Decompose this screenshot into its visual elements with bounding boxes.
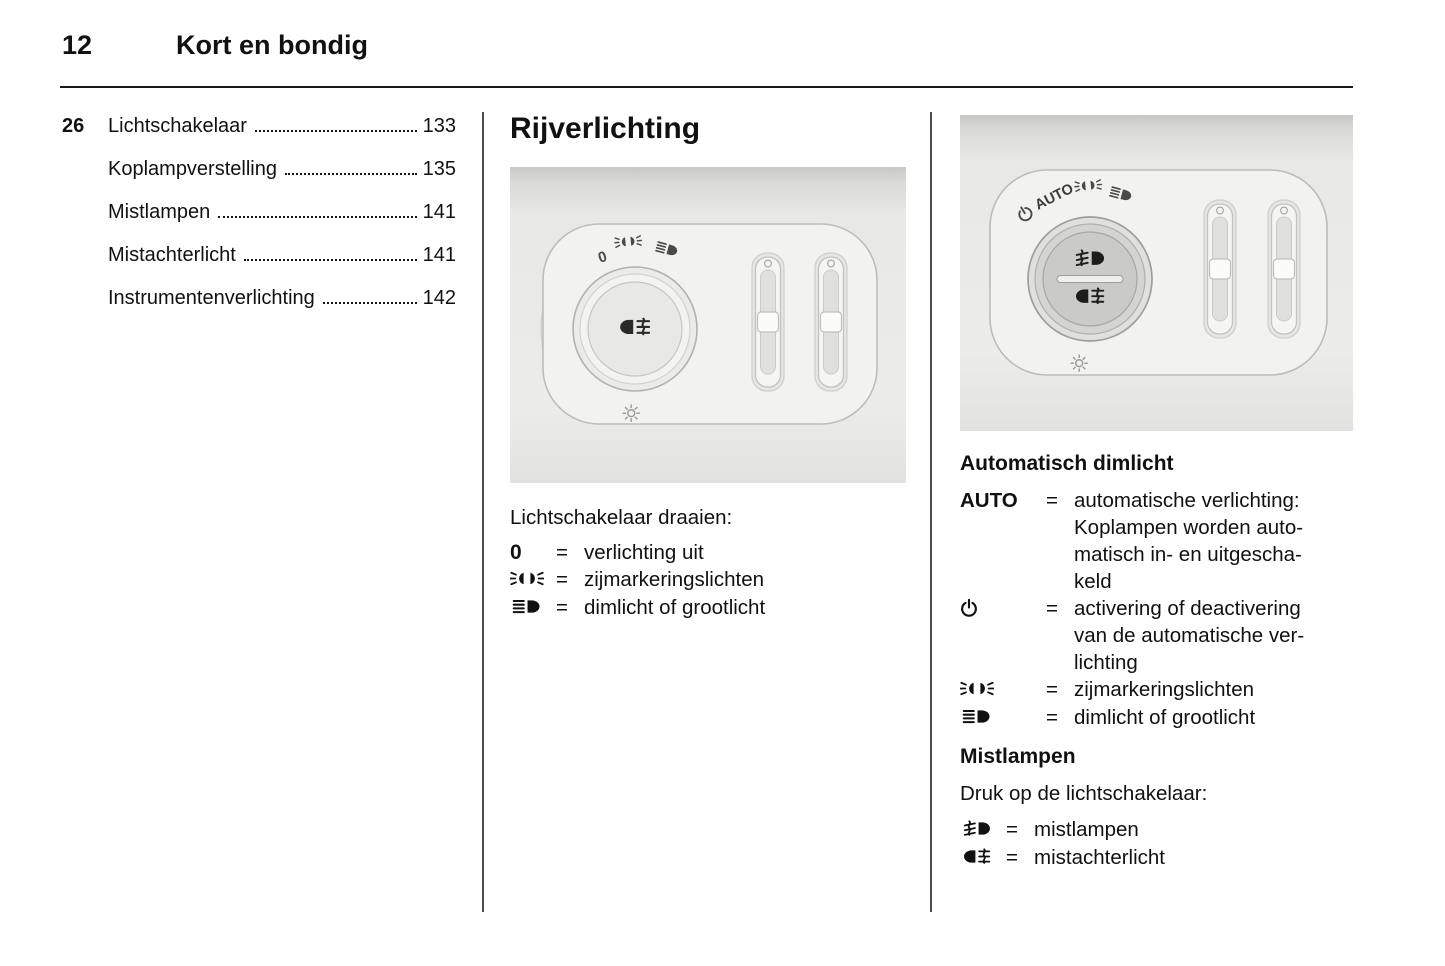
toc-row: Mistachterlicht 141 bbox=[62, 242, 456, 268]
legend-item: = zijmarkeringslichten bbox=[960, 676, 1353, 704]
section-heading-mistlampen: Mistlampen bbox=[960, 745, 1076, 768]
column-divider bbox=[482, 112, 484, 912]
legend-text: activering of deactivering van de automa… bbox=[1074, 597, 1305, 674]
chapter-title: Kort en bondig bbox=[176, 30, 368, 60]
legend-item: = mistachterlicht bbox=[960, 844, 1353, 872]
toc: 26 Lichtschakelaar 133 Koplampverstellin… bbox=[62, 113, 456, 328]
low-beam-headlight-icon bbox=[510, 594, 556, 622]
legend-item: AUTO = automatische verlichting: Koplamp… bbox=[960, 487, 1353, 595]
legend-item: = activering of deactivering van de auto… bbox=[960, 595, 1353, 676]
toc-page-number: 141 bbox=[422, 244, 456, 266]
toc-label: Instrumentenverlichting bbox=[108, 287, 315, 309]
equals-sign: = bbox=[556, 568, 568, 591]
equals-sign: = bbox=[556, 596, 568, 619]
toc-label: Mistlampen bbox=[108, 201, 211, 223]
page-number: 12 bbox=[62, 30, 93, 60]
dot-leader bbox=[322, 302, 417, 304]
section-heading-auto-dimlicht: Automatisch dimlicht bbox=[960, 452, 1174, 475]
equals-sign: = bbox=[1006, 846, 1018, 869]
toc-label: Koplampverstelling bbox=[108, 158, 277, 180]
legend-text: mistachterlicht bbox=[1034, 846, 1166, 869]
legend-item: = dimlicht of grootlicht bbox=[510, 594, 906, 622]
legend-text: verlichting uit bbox=[584, 541, 704, 564]
header-rule bbox=[60, 86, 1353, 88]
auto-symbol: AUTO bbox=[960, 489, 1018, 512]
auto-light-legend: AUTO = automatische verlichting: Koplamp… bbox=[960, 487, 1353, 732]
equals-sign: = bbox=[1006, 818, 1018, 841]
toc-label: Lichtschakelaar bbox=[108, 115, 247, 137]
toc-page-number: 133 bbox=[422, 115, 456, 137]
low-beam-headlight-icon bbox=[960, 704, 1046, 732]
legend-text: zijmarkeringslichten bbox=[1074, 678, 1255, 701]
light-switch-figure: 0 bbox=[510, 167, 906, 483]
equals-sign: = bbox=[556, 541, 568, 564]
rocker-switch bbox=[1203, 199, 1237, 339]
light-switch-legend: 0 = verlichting uit = zijmarkeringslicht… bbox=[510, 539, 906, 622]
front-fog-lights-icon bbox=[960, 816, 1006, 844]
equals-sign: = bbox=[1046, 489, 1058, 512]
toc-row: Koplampverstelling 135 bbox=[62, 156, 456, 182]
equals-sign: = bbox=[1046, 678, 1058, 701]
off-position-symbol: 0 bbox=[510, 541, 522, 564]
legend-text: dimlicht of grootlicht bbox=[584, 596, 766, 619]
toc-page-number: 142 bbox=[422, 287, 456, 309]
dot-leader bbox=[218, 216, 417, 218]
auto-light-switch-figure: AUTO bbox=[960, 115, 1353, 431]
dot-leader bbox=[284, 173, 417, 175]
toc-page-number: 135 bbox=[422, 158, 456, 180]
legend-intro: Lichtschakelaar draaien: bbox=[510, 506, 733, 529]
legend-text: mistlampen bbox=[1034, 818, 1139, 841]
section-heading: Rijverlichting bbox=[510, 112, 701, 145]
dot-leader bbox=[254, 130, 417, 132]
legend-item: = mistlampen bbox=[960, 816, 1353, 844]
toc-row: Mistlampen 141 bbox=[62, 199, 456, 225]
legend-item: 0 = verlichting uit bbox=[510, 539, 906, 566]
toc-row: Instrumentenverlichting 142 bbox=[62, 285, 456, 311]
toc-ref-number: 26 bbox=[62, 115, 85, 137]
legend-item: = dimlicht of grootlicht bbox=[960, 704, 1353, 732]
fog-legend-intro: Druk op de lichtschakelaar: bbox=[960, 782, 1208, 805]
dot-leader bbox=[243, 259, 417, 261]
light-switch-illustration: 0 bbox=[510, 167, 906, 483]
legend-text: automatische verlichting: Koplampen word… bbox=[1074, 489, 1304, 593]
toc-label: Mistachterlicht bbox=[108, 244, 236, 266]
side-marker-lights-icon bbox=[510, 566, 556, 594]
legend-text: dimlicht of grootlicht bbox=[1074, 706, 1256, 729]
fog-light-legend: = mistlampen = mistachterlicht bbox=[960, 816, 1353, 872]
rear-fog-light-icon bbox=[960, 844, 1006, 872]
rocker-switch bbox=[814, 252, 848, 392]
rocker-switch bbox=[751, 252, 785, 392]
toc-row: 26 Lichtschakelaar 133 bbox=[62, 113, 456, 139]
equals-sign: = bbox=[1046, 706, 1058, 729]
knob-face bbox=[587, 281, 683, 377]
equals-sign: = bbox=[1046, 597, 1058, 620]
side-marker-lights-icon bbox=[960, 676, 1046, 704]
legend-item: = zijmarkeringslichten bbox=[510, 566, 906, 594]
column-divider bbox=[930, 112, 932, 912]
toc-page-number: 141 bbox=[422, 201, 456, 223]
knob-ridge bbox=[1056, 275, 1124, 283]
legend-text: zijmarkeringslichten bbox=[584, 568, 765, 591]
power-icon bbox=[960, 595, 1046, 624]
rocker-switch bbox=[1267, 199, 1301, 339]
auto-light-switch-illustration: AUTO bbox=[960, 115, 1353, 431]
